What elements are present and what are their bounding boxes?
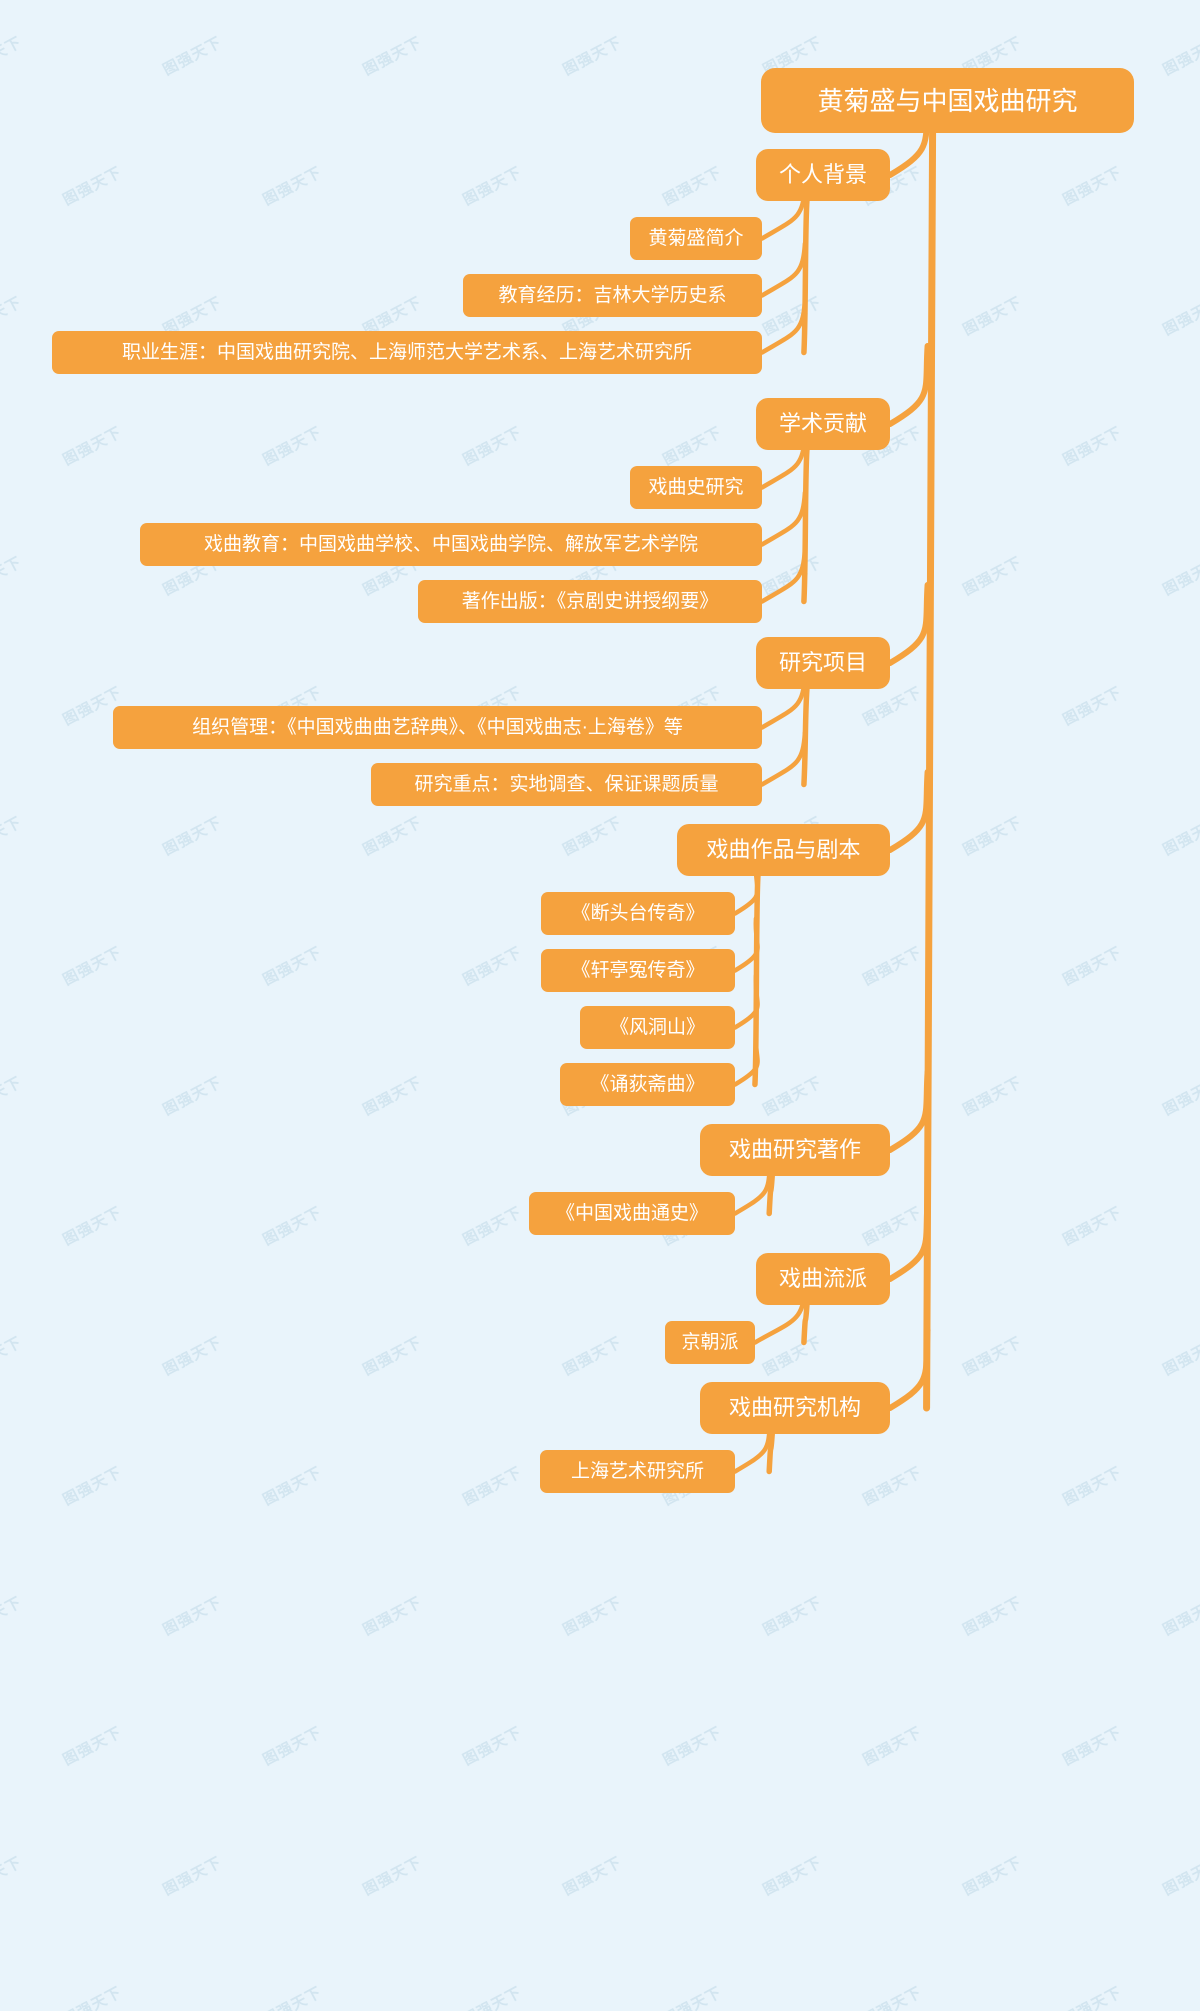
connector-line [923, 129, 937, 1412]
node-label: 组织管理：《中国戏曲曲艺辞典》、《中国戏曲志·上海卷》等 [192, 717, 683, 738]
connector-line [887, 1327, 931, 1411]
leaf-node-b2c1[interactable]: 研究重点：实地调查、保证课题质量 [371, 763, 762, 806]
node-label: 黄菊盛与中国戏曲研究 [817, 85, 1078, 116]
connector-line [759, 490, 808, 547]
connector-line [759, 298, 808, 355]
connector-line [801, 447, 810, 605]
node-label: 研究重点：实地调查、保证课题质量 [414, 774, 719, 795]
leaf-node-b0c2[interactable]: 职业生涯：中国戏曲研究院、上海师范大学艺术系、上海艺术研究所 [52, 331, 762, 374]
leaf-node-b5c0[interactable]: 京朝派 [665, 1321, 755, 1364]
connector-line [766, 1431, 775, 1475]
connector-line [887, 1198, 931, 1282]
leaf-node-b1c0[interactable]: 戏曲史研究 [630, 466, 762, 509]
node-label: 戏曲史研究 [648, 477, 744, 498]
node-label: 京朝派 [681, 1332, 739, 1353]
node-label: 戏曲教育：中国戏曲学校、中国戏曲学院、解放军艺术学院 [203, 534, 698, 555]
leaf-node-b3c0[interactable]: 《断头台传奇》 [541, 892, 735, 935]
node-label: 黄菊盛简介 [648, 228, 744, 249]
connector-line [801, 1302, 810, 1346]
leaf-node-b3c2[interactable]: 《风洞山》 [580, 1006, 735, 1049]
leaf-node-b0c0[interactable]: 黄菊盛简介 [630, 217, 762, 260]
connector-line [732, 973, 760, 1030]
leaf-node-b2c0[interactable]: 组织管理：《中国戏曲曲艺辞典》、《中国戏曲志·上海卷》等 [113, 706, 762, 749]
node-label: 《诵荻斋曲》 [590, 1074, 705, 1095]
connector-line [759, 547, 808, 604]
node-label: 学术贡献 [778, 411, 867, 436]
branch-node-b1[interactable]: 学术贡献 [756, 398, 890, 450]
branch-node-b6[interactable]: 戏曲研究机构 [700, 1382, 890, 1434]
node-label: 戏曲研究机构 [728, 1395, 861, 1420]
connector-line [766, 1173, 775, 1217]
branch-node-b2[interactable]: 研究项目 [756, 637, 890, 689]
node-label: 个人背景 [778, 162, 867, 187]
leaf-node-b1c2[interactable]: 著作出版：《京剧史讲授纲要》 [418, 580, 762, 623]
branch-node-b3[interactable]: 戏曲作品与剧本 [677, 824, 890, 876]
node-label: 著作出版：《京剧史讲授纲要》 [461, 591, 719, 612]
connector-line [887, 769, 931, 853]
root-node[interactable]: 黄菊盛与中国戏曲研究 [761, 68, 1134, 133]
node-label: 《轩亭冤传奇》 [571, 960, 705, 981]
branch-node-b0[interactable]: 个人背景 [756, 149, 890, 201]
leaf-node-b3c1[interactable]: 《轩亭冤传奇》 [541, 949, 735, 992]
connector-line [887, 582, 931, 666]
leaf-node-b6c0[interactable]: 上海艺术研究所 [540, 1450, 735, 1493]
branch-node-b5[interactable]: 戏曲流派 [756, 1253, 890, 1305]
leaf-node-b0c1[interactable]: 教育经历：吉林大学历史系 [463, 274, 762, 317]
connector-line [732, 916, 760, 973]
connector-line [759, 730, 808, 787]
connector-line [887, 1069, 931, 1153]
leaf-node-b1c1[interactable]: 戏曲教育：中国戏曲学校、中国戏曲学院、解放军艺术学院 [140, 523, 762, 566]
node-label: 戏曲作品与剧本 [706, 837, 861, 862]
branch-node-b4[interactable]: 戏曲研究著作 [700, 1124, 890, 1176]
node-label: 《风洞山》 [609, 1017, 705, 1038]
node-label: 《中国戏曲通史》 [555, 1203, 708, 1224]
node-label: 上海艺术研究所 [570, 1461, 704, 1482]
node-label: 教育经历：吉林大学历史系 [498, 285, 727, 306]
node-label: 戏曲流派 [778, 1266, 867, 1291]
leaf-node-b4c0[interactable]: 《中国戏曲通史》 [529, 1192, 735, 1235]
node-label: 《断头台传奇》 [571, 903, 705, 924]
connector-line [759, 241, 808, 298]
connector-line [887, 343, 931, 427]
node-label: 研究项目 [778, 650, 867, 675]
leaf-node-b3c3[interactable]: 《诵荻斋曲》 [560, 1063, 735, 1106]
connector-line [801, 198, 810, 356]
node-label: 职业生涯：中国戏曲研究院、上海师范大学艺术系、上海艺术研究所 [121, 342, 692, 363]
node-label: 戏曲研究著作 [728, 1137, 861, 1162]
connector-line [732, 1030, 760, 1087]
